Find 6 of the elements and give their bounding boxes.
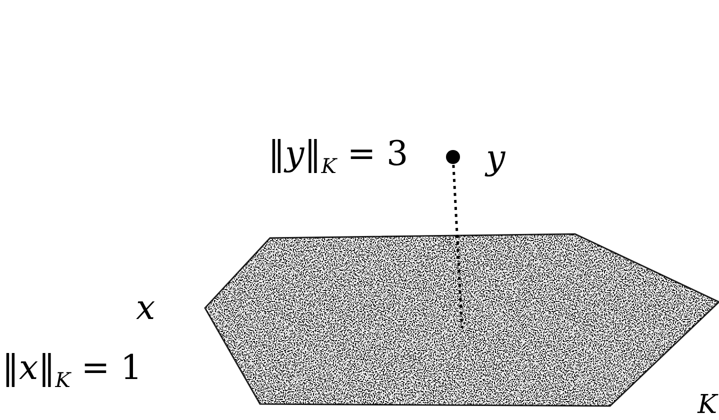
- shape-label: K: [698, 391, 717, 420]
- math-label: ‖y‖$_{K}$ = 3: [268, 136, 408, 178]
- math-label: x: [136, 290, 156, 328]
- point-dot: [446, 150, 460, 164]
- math-label: ‖x‖$_{K}$ = 1: [2, 350, 142, 392]
- math-label: y: [486, 140, 506, 178]
